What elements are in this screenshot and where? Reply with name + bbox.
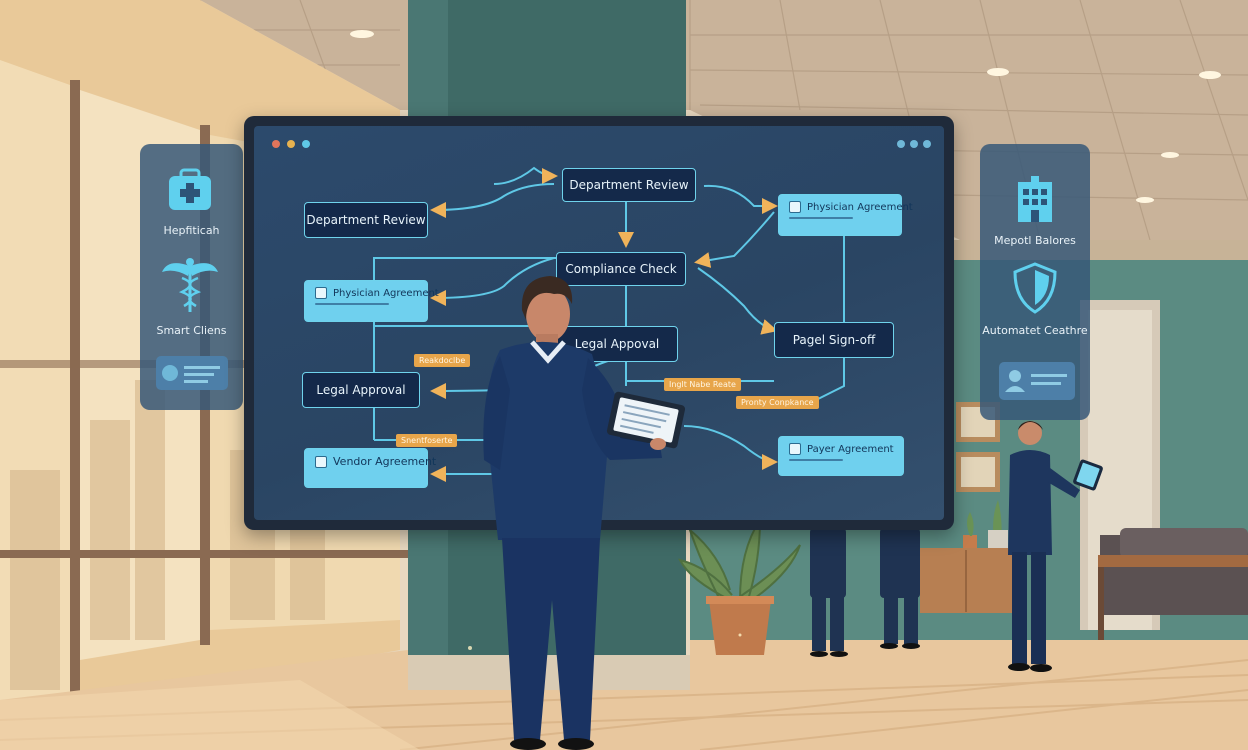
physician-agreement-left-label: Physician Agreement [333,287,439,299]
physician-agreement-left-node[interactable]: Physician Agreement [304,280,439,322]
document-icon [315,287,327,299]
left-side-panel: Hepfiticah Smart Cliens [140,144,243,410]
medical-cross-icon [169,168,211,210]
department-review-top-node[interactable]: Department Review [562,168,696,202]
final-signoff-node[interactable]: Pagel Sign-off [774,322,894,358]
physician-agreement-right-node[interactable]: Physician Agreement [778,194,913,236]
tag-reakdoclbe: Reakdoclbe [414,354,471,367]
right-panel-label-1: Mepotl Balores [994,234,1076,247]
window-dot-right-3 [923,140,931,148]
vendor-agreement-node[interactable]: Vendor Agreement [304,448,436,488]
department-review-left-node[interactable]: Department Review [304,202,428,238]
window-dot-blue [302,140,310,148]
hospital-building-icon [1018,176,1052,222]
document-icon [789,201,801,213]
right-panel-label-2: Automatet Ceathre [982,324,1088,337]
left-panel-label-2: Smart Cliens [156,324,227,337]
window-dot-yellow [287,140,295,148]
foreground-businessman [483,276,686,750]
vendor-agreement-label: Vendor Agreement [333,455,437,468]
tag-snentfoserte: Snentfoserte [396,434,458,447]
window-dot-right-1 [897,140,905,148]
legal-approval-left-node[interactable]: Legal Approval [302,372,420,408]
payer-agreement-node[interactable]: Payer Agreement [778,436,904,476]
workflow-display-screen: Department Review Department Review Comp… [244,116,954,530]
window-dot-red [272,140,280,148]
user-card-icon [999,362,1075,400]
physician-agreement-right-label: Physician Agreement [807,201,913,213]
caduceus-icon [162,258,218,312]
shield-icon [1013,262,1057,314]
left-panel-label-1: Hepfiticah [163,224,220,237]
right-side-panel: Mepotl Balores Automatet Ceathre [980,144,1090,420]
window-dot-right-2 [910,140,918,148]
tag-inglt-nabe-reate: Inglt Nabe Reate [664,378,741,391]
document-icon [789,443,801,455]
tag-pronty-conpkance: Pronty Conpkance [736,396,819,409]
compliance-check-node[interactable]: Compliance Check [556,252,686,286]
payer-agreement-label: Payer Agreement [807,443,894,455]
document-icon [315,455,327,468]
document-card-icon [156,356,228,390]
